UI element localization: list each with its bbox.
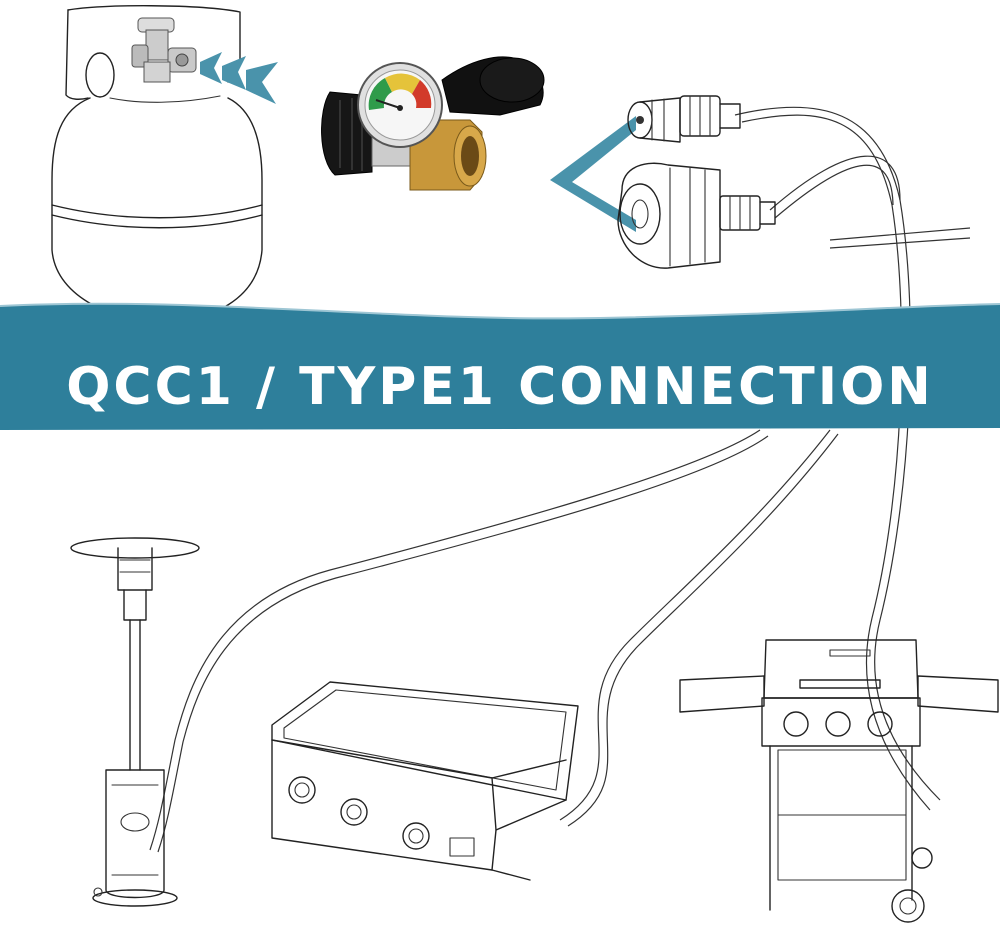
- banner: [0, 302, 1000, 430]
- gas-grill: [679, 639, 999, 923]
- patio-heater: [70, 537, 200, 907]
- gauge-adapter: [321, 56, 545, 191]
- qcc1-fittings: [617, 95, 776, 269]
- banner-title: QCC1 / TYPE1 CONNECTION: [66, 357, 934, 417]
- tank-valve: [131, 17, 197, 83]
- pointer-chevrons: [200, 52, 278, 104]
- gas-hoses: [149, 106, 971, 853]
- griddle: [271, 681, 579, 881]
- pointer-chevron-large: [550, 116, 636, 232]
